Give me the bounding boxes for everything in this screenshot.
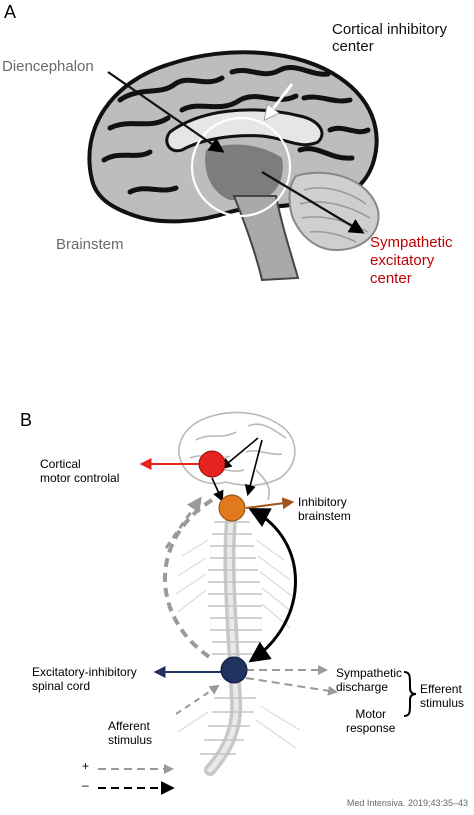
spinal-cord-node [220, 656, 248, 684]
afferent-stimulus-arrow [175, 684, 220, 715]
afferent-dashed-arc [163, 498, 216, 662]
motor-line1: Motor [355, 707, 387, 721]
citation-text: Med Intensiva. 2019;43:35–43 [346, 798, 468, 808]
legend-plus-sign: + [82, 759, 90, 773]
excitatory-inhibitory-label: Excitatory-inhibitory spinal cord [32, 665, 137, 694]
panel-a-letter: A [4, 2, 17, 22]
sympathetic-excitatory-label: Sympathetic excitatory center [370, 234, 453, 288]
cortical-inhibitory-arrow [266, 83, 294, 118]
sympathetic-discharge-label: Sympathetic discharge [336, 666, 403, 695]
inhibitory-brainstem-node [218, 494, 246, 522]
brain-sagittal-image [87, 50, 380, 282]
cortical-inhibitory-label: Cortical inhibitory center [332, 21, 447, 56]
brain-input-arrow-2 [244, 439, 263, 497]
inhibitory-line2: brainstem [298, 508, 351, 523]
sympathetic-line3: center [370, 270, 412, 287]
cortical-motor-line1: Cortical [40, 457, 81, 471]
diencephalon-arrow [107, 71, 225, 153]
cortical-motor-line2: motor controlal [40, 470, 120, 485]
efferent-brace [403, 671, 417, 717]
afferent-line1: Afferent [108, 719, 150, 733]
sympathetic-arrow [261, 171, 365, 234]
inhibitory-brainstem-label: Inhibitory brainstem [298, 495, 351, 524]
sympathetic-line2: excitatory [370, 252, 435, 269]
discharge-line1: Sympathetic [336, 666, 403, 680]
legend-minus-sign: – [82, 778, 89, 792]
cerebellum [288, 171, 380, 252]
efferent-stimulus-label: Efferent stimulus [420, 682, 465, 711]
efferent-line1: Efferent [420, 682, 462, 696]
motor-response-arrow [245, 677, 338, 696]
highlight-circle [190, 116, 292, 218]
cortical-motor-label: Cortical motor controlal [40, 457, 120, 486]
efferent-line2: stimulus [420, 695, 465, 710]
sympathetic-line1: Sympathetic [370, 234, 453, 251]
brain-input-arrow-1 [220, 437, 259, 470]
diencephalon-label: Diencephalon [2, 58, 94, 75]
brainstem-label: Brainstem [56, 236, 124, 253]
motor-response-label: Motor response [346, 707, 396, 736]
inhibitory-curved-arrow [248, 508, 297, 663]
spine-sketch [175, 504, 301, 776]
motor-line2: response [346, 720, 396, 735]
cortical-inhibitory-line2: center [332, 38, 374, 56]
cortical-to-brainstem-arrow [211, 477, 224, 503]
discharge-line2: discharge [336, 679, 389, 694]
excitatory-line2: spinal cord [32, 678, 91, 693]
inhibitory-brainstem-arrow [245, 497, 295, 510]
brainstem-region [232, 195, 300, 282]
diencephalon-region [205, 144, 283, 200]
inhibitory-line1: Inhibitory [298, 495, 347, 509]
cortical-motor-node [198, 450, 226, 478]
afferent-up-arrow [164, 496, 202, 549]
panel-b-letter: B [20, 410, 33, 430]
afferent-stimulus-label: Afferent stimulus [108, 719, 153, 748]
afferent-line2: stimulus [108, 732, 153, 747]
cortical-inhibitory-line1: Cortical inhibitory [332, 21, 448, 38]
excitatory-line1: Excitatory-inhibitory [32, 665, 137, 679]
